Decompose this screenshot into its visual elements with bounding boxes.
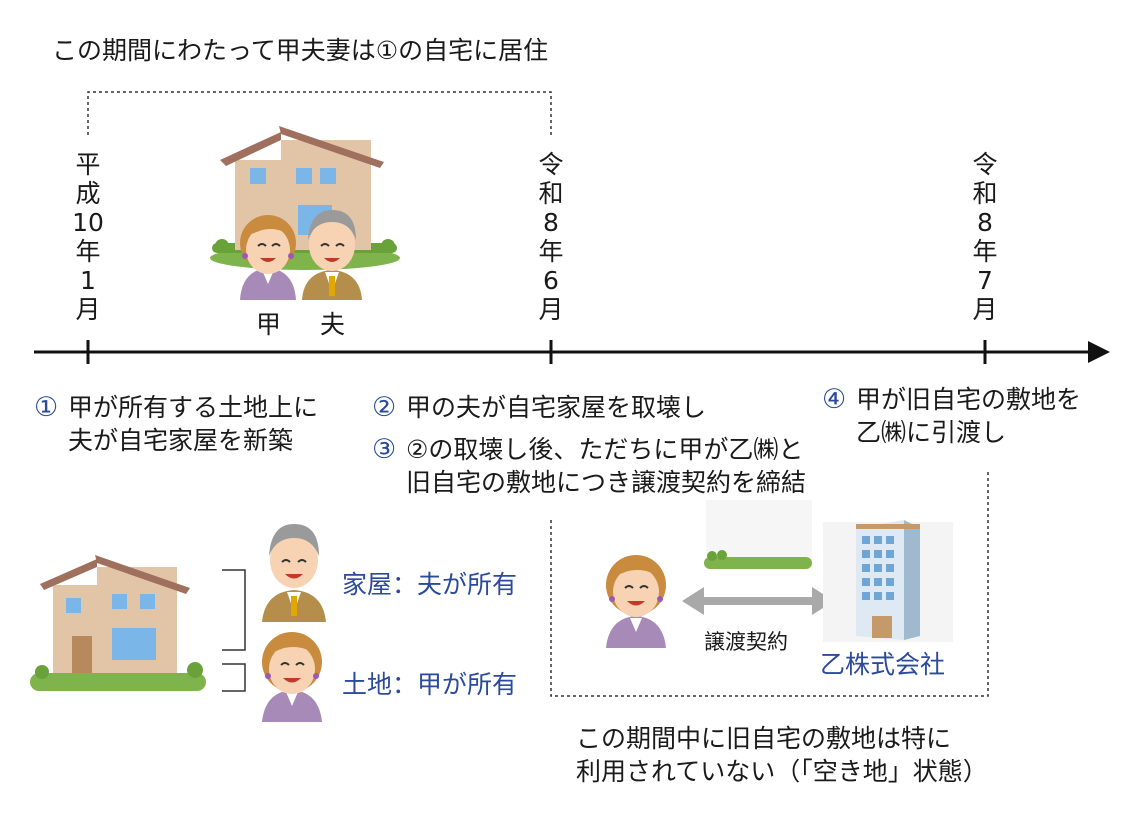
event-1: ① 甲が所有する土地上に 夫が自宅家屋を新築 (34, 391, 318, 457)
date-char: 和 (538, 179, 564, 208)
date-char: 6 (543, 266, 559, 295)
event-text: 旧自宅の敷地につき譲渡契約を締結 (406, 468, 807, 497)
date-char: 平 (75, 150, 101, 179)
husband-name-label: 夫 (320, 310, 346, 339)
house-icon-bottom (30, 555, 206, 691)
building-icon (823, 520, 953, 642)
date-char: 月 (972, 295, 998, 324)
timeline-axis (34, 340, 1110, 364)
event-text: ②の取壊し後、ただちに甲が乙㈱と (406, 435, 804, 464)
event-text: 夫が自宅家屋を新築 (68, 426, 294, 455)
contract-label: 譲渡契約 (704, 630, 788, 654)
company-label: 乙株式会社 (820, 650, 946, 679)
date-char: 年 (75, 237, 101, 266)
vacant-lot-icon (704, 500, 812, 569)
top-caption: この期間にわたって甲夫妻は①の自宅に居住 (52, 36, 549, 65)
event-number: ② (372, 392, 397, 423)
date-char: 月 (75, 295, 101, 324)
date-char: 年 (972, 237, 998, 266)
event-number: ③ (372, 434, 397, 465)
house-ownership-label: 家屋：夫が所有 (342, 570, 518, 599)
vacant-period-box (550, 470, 989, 697)
date-char: 8 (543, 208, 559, 237)
date-char: 和 (972, 179, 998, 208)
wife-icon (240, 215, 296, 300)
date-char: 年 (538, 237, 564, 266)
bottom-caption-line: 利用されていない（「空き地」状態） (576, 757, 988, 786)
event-text: 甲が所有する土地上に (68, 393, 319, 422)
house-icon (210, 126, 400, 270)
date-char: 7 (977, 266, 993, 295)
husband-icon-small (262, 524, 326, 622)
ownership-brackets (222, 569, 246, 692)
wife-icon-small (262, 632, 322, 722)
date-char: 令 (538, 150, 564, 179)
date-label-reiwa-8-6: 令 和 8 年 6 月 (531, 150, 571, 324)
date-char: 10 (72, 208, 104, 237)
husband-icon (302, 210, 362, 300)
wife-name-label: 甲 (256, 310, 282, 339)
event-4: ④ 甲が旧自宅の敷地を 乙㈱に引渡し (822, 383, 1081, 449)
date-char: 8 (977, 208, 993, 237)
date-char: 令 (972, 150, 998, 179)
residence-period-bracket (87, 91, 552, 135)
event-text: 甲の夫が自宅家屋を取壊し (406, 393, 707, 422)
event-3: ③ ②の取壊し後、ただちに甲が乙㈱と 旧自宅の敷地につき譲渡契約を締結 (372, 433, 806, 499)
bottom-caption-line: この期間中に旧自宅の敷地は特に (576, 724, 952, 753)
date-char: 成 (75, 179, 101, 208)
date-label-heisei-10-1: 平 成 10 年 1 月 (68, 150, 108, 324)
double-arrow-icon (682, 587, 834, 615)
event-text: 乙㈱に引渡し (856, 418, 1007, 447)
event-2: ② 甲の夫が自宅家屋を取壊し (372, 391, 706, 424)
bottom-caption: この期間中に旧自宅の敷地は特に 利用されていない（「空き地」状態） (576, 722, 988, 788)
date-label-reiwa-8-7: 令 和 8 年 7 月 (965, 150, 1005, 324)
date-char: 月 (538, 295, 564, 324)
event-number: ① (34, 392, 59, 423)
land-ownership-label: 土地：甲が所有 (342, 670, 518, 699)
event-number: ④ (822, 384, 847, 415)
date-char: 1 (80, 266, 96, 295)
wife-icon-transfer (606, 555, 666, 648)
event-text: 甲が旧自宅の敷地を (856, 385, 1082, 414)
